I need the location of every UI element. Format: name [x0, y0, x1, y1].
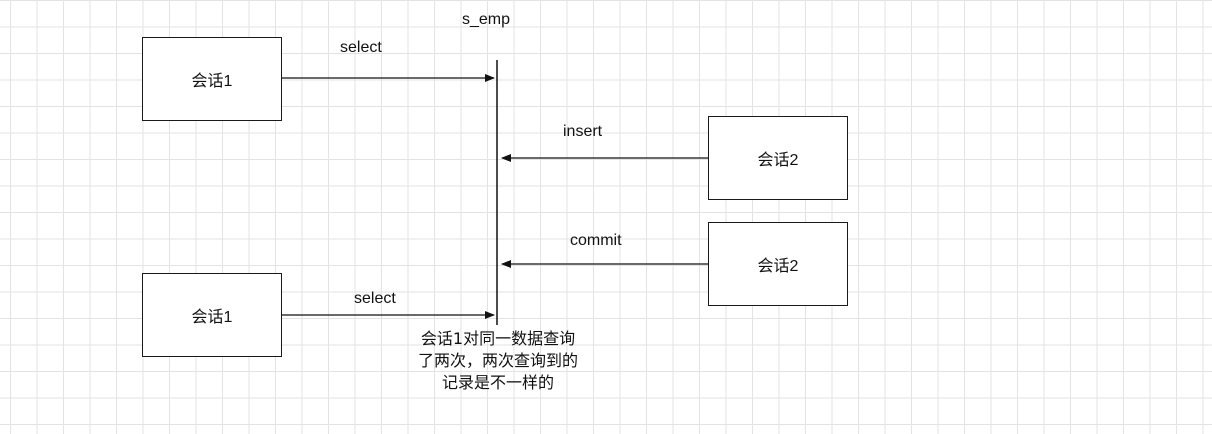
table-title: s_emp: [462, 11, 511, 28]
session2-commit-label: 会话2: [757, 258, 799, 275]
commit-label: commit: [570, 232, 622, 249]
session1-bottom-box[interactable]: 会话1: [142, 273, 282, 357]
session2-insert-box[interactable]: 会话2: [708, 116, 848, 200]
session1-bottom-label: 会话1: [191, 309, 233, 326]
session2-commit-box[interactable]: 会话2: [708, 222, 848, 306]
explanation-note: 会话1对同一数据查询了两次，两次查询到的记录是不一样的: [417, 329, 578, 392]
select-bottom-label: select: [354, 290, 396, 307]
insert-label: insert: [563, 123, 603, 140]
session1-top-label: 会话1: [191, 73, 233, 90]
select-top-label: select: [340, 39, 382, 56]
session2-insert-label: 会话2: [757, 152, 799, 169]
session1-top-box[interactable]: 会话1: [142, 37, 282, 121]
